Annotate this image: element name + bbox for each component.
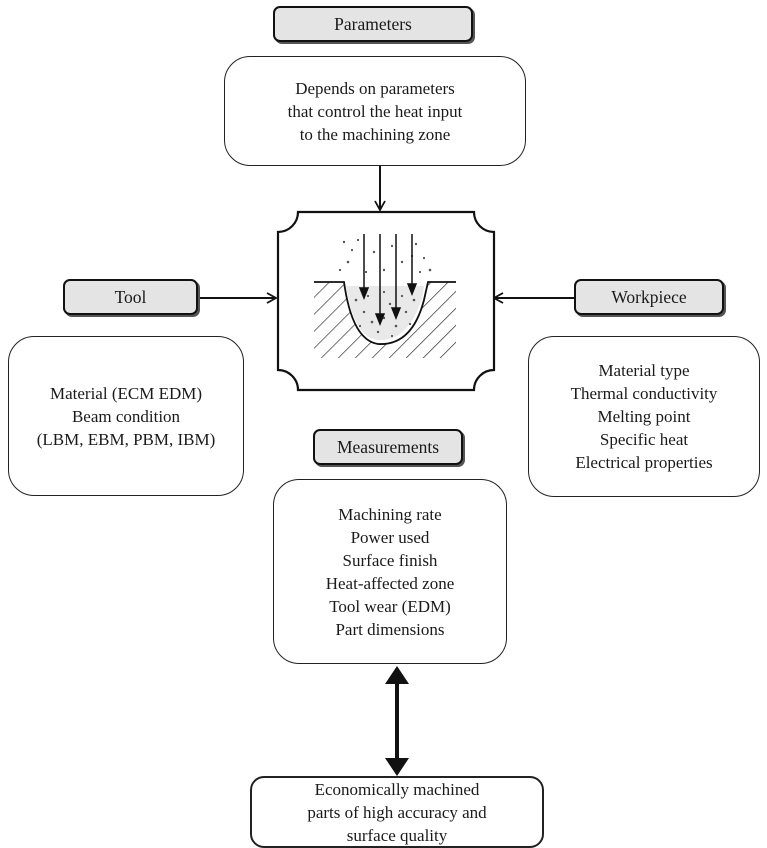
measurements-box: Machining rate Power used Surface finish… — [273, 479, 507, 664]
parameters-line: to the machining zone — [299, 124, 451, 144]
parameters-line: that control the heat input — [287, 101, 463, 121]
parameters-line: Depends on parameters — [295, 78, 455, 98]
double-arrow-measurements-result — [385, 666, 409, 776]
measurements-label: Measurements — [313, 429, 463, 465]
measurements-label-text: Measurements — [336, 436, 440, 457]
result-line: Economically machined — [314, 779, 480, 799]
measurements-line: Power used — [350, 527, 430, 547]
measurements-line: Tool wear (EDM) — [329, 596, 451, 616]
tool-line: Material (ECM EDM) — [49, 383, 203, 403]
parameters-label: Parameters — [273, 6, 473, 42]
workpiece-box: Material type Thermal conductivity Melti… — [528, 336, 760, 497]
tool-line: Beam condition — [71, 406, 181, 426]
tool-line: (LBM, EBM, PBM, IBM) — [36, 429, 216, 449]
measurements-line: Heat-affected zone — [325, 573, 455, 593]
result-line: parts of high accuracy and — [307, 802, 487, 822]
tool-label: Tool — [63, 279, 198, 315]
parameters-label-text: Parameters — [334, 13, 412, 34]
result-line: surface quality — [346, 825, 448, 845]
workpiece-label: Workpiece — [574, 279, 724, 315]
result-box: Economically machined parts of high accu… — [250, 776, 544, 848]
tool-box: Material (ECM EDM) Beam condition (LBM, … — [8, 336, 244, 496]
measurements-line: Surface finish — [342, 550, 438, 570]
measurements-line: Part dimensions — [335, 619, 445, 639]
measurements-line: Machining rate — [338, 504, 442, 524]
workpiece-line: Electrical properties — [575, 453, 713, 472]
parameters-box: Depends on parameters that control the h… — [224, 56, 526, 166]
workpiece-label-text: Workpiece — [611, 286, 687, 307]
workpiece-line: Thermal conductivity — [570, 384, 718, 403]
workpiece-line: Material type — [598, 361, 690, 380]
machining-zone-illustration — [314, 234, 456, 358]
workpiece-line: Specific heat — [599, 430, 689, 449]
tool-label-text: Tool — [114, 286, 147, 307]
workpiece-line: Melting point — [597, 407, 691, 426]
